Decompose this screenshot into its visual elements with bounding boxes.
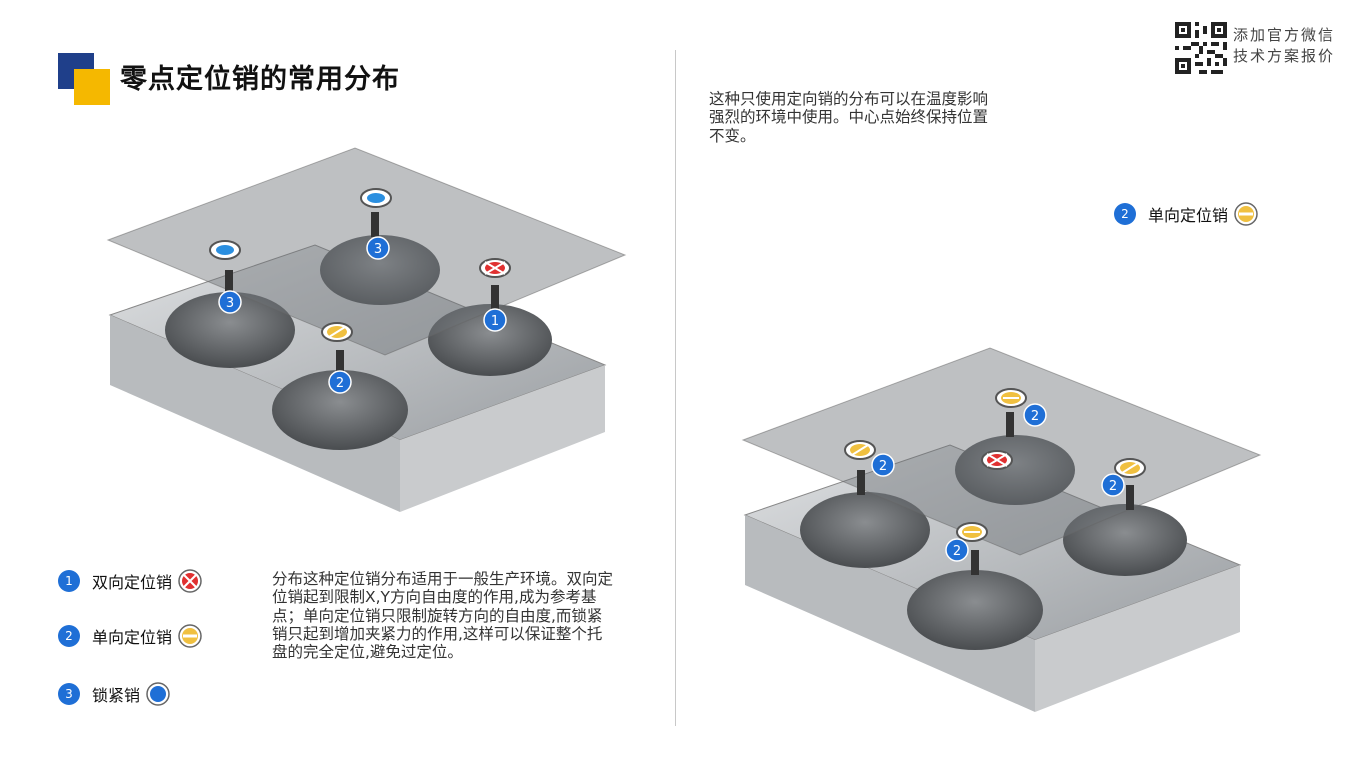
qr-code-icon bbox=[1175, 22, 1227, 74]
legend-label: 单向定位销 bbox=[92, 624, 172, 648]
svg-text:3: 3 bbox=[374, 242, 382, 257]
svg-text:2: 2 bbox=[879, 459, 887, 474]
qr-line2: 技术方案报价 bbox=[1233, 46, 1335, 67]
logo-yellow-square bbox=[74, 69, 110, 105]
legend-item-one-way: 2 单向定位销 bbox=[58, 624, 202, 648]
svg-text:2: 2 bbox=[1109, 479, 1117, 494]
one-way-pin-icon bbox=[178, 624, 202, 648]
page-title: 零点定位销的常用分布 bbox=[120, 57, 400, 96]
section-logo-mark bbox=[58, 53, 110, 105]
svg-text:1: 1 bbox=[491, 314, 499, 329]
legend-number-badge: 2 bbox=[58, 625, 80, 647]
locking-pin-icon bbox=[146, 682, 170, 706]
right-pallet-figure: 2 2 2 2 bbox=[735, 340, 1275, 740]
legend-label: 锁紧销 bbox=[92, 682, 140, 706]
svg-text:2: 2 bbox=[336, 376, 344, 391]
chuck-front bbox=[907, 570, 1043, 650]
qr-line1: 添加官方微信 bbox=[1233, 25, 1335, 46]
one-way-pin-icon bbox=[1234, 202, 1258, 226]
legend-item-two-way: 1 双向定位销 bbox=[58, 569, 202, 593]
right-legend-item-one-way: 2 单向定位销 bbox=[1114, 202, 1258, 226]
left-pallet-figure: 3 3 1 2 bbox=[100, 140, 640, 540]
contact-text: 添加官方微信 技术方案报价 bbox=[1233, 25, 1335, 67]
vertical-divider bbox=[675, 50, 676, 726]
svg-text:2: 2 bbox=[953, 544, 961, 559]
two-way-pin-icon bbox=[178, 569, 202, 593]
left-description: 分布这种定位销分布适用于一般生产环境。双向定位销起到限制X,Y方向自由度的作用,… bbox=[272, 570, 617, 661]
right-description: 这种只使用定向销的分布可以在温度影响强烈的环境中使用。中心点始终保持位置不变。 bbox=[709, 90, 999, 145]
legend-number-badge: 2 bbox=[1114, 203, 1136, 225]
legend-number-badge: 1 bbox=[58, 570, 80, 592]
svg-text:2: 2 bbox=[1031, 409, 1039, 424]
legend-label: 单向定位销 bbox=[1148, 202, 1228, 226]
legend-label: 双向定位销 bbox=[92, 569, 172, 593]
legend-item-locking: 3 锁紧销 bbox=[58, 682, 170, 706]
legend-number-badge: 3 bbox=[58, 683, 80, 705]
svg-text:3: 3 bbox=[226, 296, 234, 311]
